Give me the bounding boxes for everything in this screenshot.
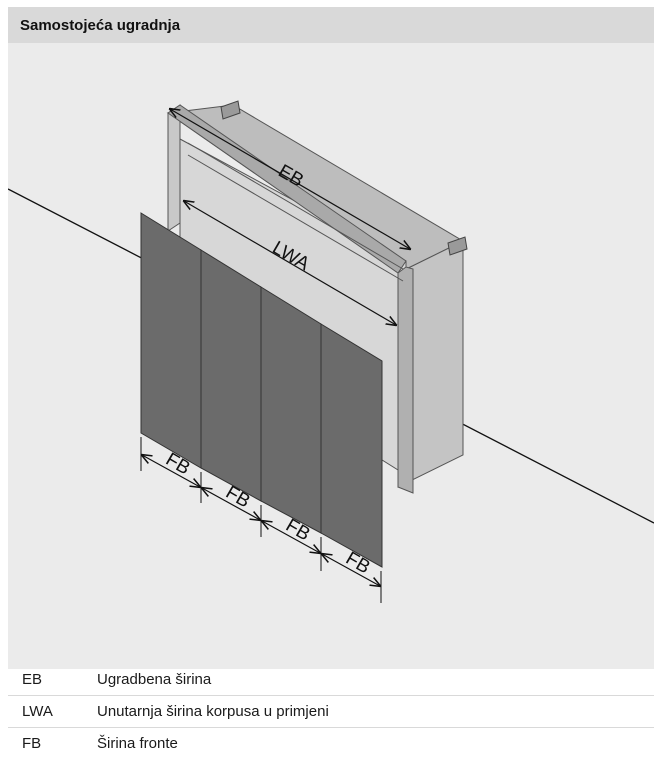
fb-dim-2 xyxy=(202,488,260,520)
legend-desc: Unutarnja širina korpusa u primjeni xyxy=(97,703,329,720)
front-panel-2 xyxy=(200,249,262,502)
cabinet-left-side xyxy=(167,104,181,232)
legend: EB Ugradbena širina LWA Unutarnja širina… xyxy=(8,664,654,759)
cabinet-diagram: EB LWA FB FB FB FB xyxy=(8,100,654,603)
fb-dim-4 xyxy=(322,554,380,586)
fb-dim-1 xyxy=(142,455,200,487)
corner-bracket-right xyxy=(447,236,468,256)
installation-panel: Samostojeća ugradnja xyxy=(8,7,654,760)
panel-title: Samostojeća ugradnja xyxy=(20,17,181,34)
legend-row-fb: FB Širina fronte xyxy=(8,727,654,759)
fb-dim-3 xyxy=(262,521,320,553)
legend-abbr: FB xyxy=(22,735,42,752)
legend-row-lwa: LWA Unutarnja širina korpusa u primjeni xyxy=(8,695,654,727)
front-panel-4 xyxy=(320,323,383,568)
diagram-area: EB LWA FB FB FB FB xyxy=(8,43,654,669)
lwa-dimension-line xyxy=(184,201,396,325)
legend-row-eb: EB Ugradbena širina xyxy=(8,664,654,695)
cabinet-frame-side xyxy=(397,266,414,494)
legend-abbr: EB xyxy=(22,671,43,688)
front-panel-1 xyxy=(140,212,202,469)
legend-desc: Ugradbena širina xyxy=(97,671,212,688)
legend-desc: Širina fronte xyxy=(97,735,178,752)
legend-abbr: LWA xyxy=(22,703,53,720)
front-panel-3 xyxy=(260,286,322,534)
panel-header: Samostojeća ugradnja xyxy=(8,7,654,43)
